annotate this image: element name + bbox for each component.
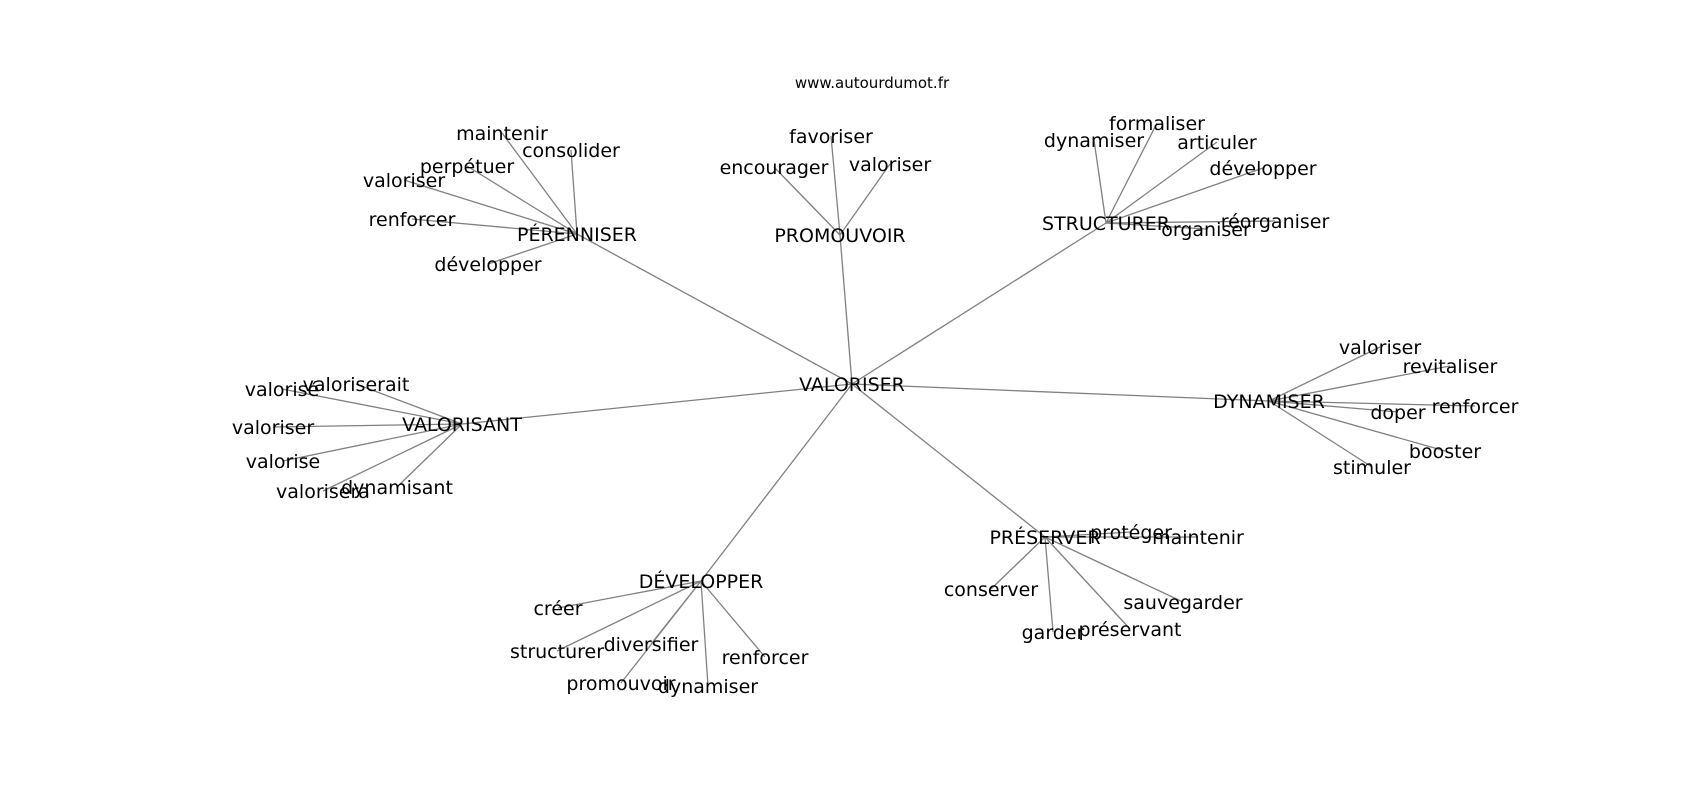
edge-hub-to-leaf (1105, 220, 1276, 224)
edge-hub-to-leaf (1268, 400, 1399, 413)
leaf-word-label: favoriser (789, 126, 873, 148)
edge-hub-to-leaf (403, 179, 578, 235)
edge-hub-to-leaf (1044, 536, 1054, 633)
leaf-word-label: développer (1209, 158, 1316, 180)
edge-hub-to-leaf (1105, 141, 1218, 224)
edge-hub-to-leaf (281, 388, 463, 425)
edge-hub-to-leaf (272, 423, 463, 428)
leaf-word-label: valoriser (1339, 337, 1421, 359)
center-node-label: VALORISER (799, 374, 905, 396)
leaf-word-label: créer (533, 598, 582, 620)
branch-node-label: DÉVELOPPER (639, 570, 764, 593)
edge-hub-to-leaf (487, 233, 578, 265)
leaf-word-label: réorganiser (1221, 211, 1330, 233)
leaf-word-label: développer (434, 254, 541, 276)
edge-hub-to-leaf (396, 423, 463, 488)
leaf-word-label: diversifier (604, 634, 699, 656)
leaf-word-label: maintenir (1152, 527, 1244, 549)
edge-hub-to-leaf (830, 135, 841, 236)
edge-hub-to-leaf (700, 580, 709, 687)
edge-hub-to-leaf (1044, 536, 1131, 630)
leaf-word-label: valoriser (363, 170, 445, 192)
edge-center-to-hub (851, 383, 1270, 402)
edge-hub-to-leaf (700, 580, 766, 658)
leaf-word-label: renforcer (369, 209, 456, 231)
leaf-word-label: valoriserait (303, 374, 410, 396)
leaf-word-label: articuler (1177, 132, 1257, 154)
leaf-word-label: renforcer (722, 647, 809, 669)
leaf-word-label: dynamiser (1044, 130, 1144, 152)
leaf-word-label: dynamiser (658, 676, 758, 698)
graph-labels: maintenirconsoliderperpétuervaloriserren… (232, 113, 1519, 698)
leaf-word-label: conserver (944, 579, 1038, 601)
leaf-word-label: formaliser (1109, 113, 1205, 135)
leaf-word-label: doper (1370, 402, 1425, 424)
edge-center-to-hub (700, 383, 853, 582)
leaf-word-label: organiser (1161, 219, 1251, 241)
branch-node-label: VALORISANT (402, 414, 522, 436)
edge-hub-to-leaf (282, 423, 463, 462)
edge-hub-to-leaf (411, 218, 578, 235)
branch-node-label: PÉRENNISER (517, 223, 637, 246)
leaf-word-label: sauvegarder (1123, 592, 1242, 614)
edge-hub-to-leaf (1105, 122, 1158, 224)
leaf-word-label: revitaliser (1403, 356, 1498, 378)
leaf-word-label: stimuler (1333, 457, 1411, 479)
edge-hub-to-leaf (1093, 139, 1107, 224)
leaf-word-label: consolider (522, 140, 620, 162)
branch-node-label: STRUCTURER (1042, 213, 1170, 235)
edge-hub-to-leaf (773, 166, 841, 236)
edge-hub-to-leaf (839, 163, 891, 236)
leaf-word-label: préservant (1079, 619, 1182, 641)
leaf-word-label: garder (1022, 622, 1085, 644)
leaf-word-label: valorisera (276, 481, 370, 503)
edge-center-to-hub (851, 383, 1046, 538)
leaf-word-label: renforcer (1432, 396, 1519, 418)
leaf-word-label: dynamisant (341, 477, 453, 499)
edge-hub-to-leaf (1268, 400, 1373, 468)
leaf-word-label: encourager (720, 157, 829, 179)
leaf-word-label: valoriser (232, 417, 314, 439)
branch-node-label: PROMOUVOIR (774, 225, 905, 247)
edge-hub-to-leaf (570, 149, 578, 235)
leaf-word-label: perpétuer (420, 156, 514, 178)
leaf-word-label: promouvoir (566, 673, 675, 695)
edge-hub-to-leaf (1105, 222, 1207, 230)
edge-center-to-hub (851, 222, 1107, 385)
edge-hub-to-leaf (1268, 346, 1381, 402)
edge-hub-to-leaf (501, 132, 578, 235)
edge-center-to-hub (839, 234, 853, 385)
edge-center-to-hub (461, 383, 853, 425)
source-label: www.autourdumot.fr (795, 74, 950, 92)
edge-hub-to-leaf (466, 165, 578, 235)
edge-hub-to-leaf (1268, 365, 1451, 402)
leaf-word-label: booster (1409, 441, 1481, 463)
branch-node-label: DYNAMISER (1213, 391, 1325, 413)
edge-hub-to-leaf (1268, 400, 1446, 452)
edge-hub-to-leaf (990, 536, 1046, 590)
edge-hub-to-leaf (1044, 536, 1184, 603)
leaf-word-label: protéger (1090, 522, 1172, 544)
edge-hub-to-leaf (355, 383, 463, 425)
leaf-word-label: valoriser (849, 154, 931, 176)
edge-center-to-hub (576, 233, 853, 385)
edge-hub-to-leaf (1105, 167, 1264, 224)
edge-hub-to-leaf (557, 580, 702, 609)
leaf-word-label: structurer (510, 641, 604, 663)
edge-hub-to-leaf (556, 580, 702, 652)
edge-hub-to-leaf (620, 580, 702, 684)
leaf-word-label: valorise (246, 451, 320, 473)
leaf-word-label: maintenir (456, 123, 548, 145)
edge-hub-to-leaf (1268, 400, 1476, 407)
branch-node-label: PRÉSERVER (989, 526, 1100, 549)
edge-hub-to-leaf (1044, 531, 1132, 538)
leaf-word-label: valorisé (245, 379, 319, 401)
edge-hub-to-leaf (322, 423, 463, 492)
graph-edges (272, 122, 1476, 687)
